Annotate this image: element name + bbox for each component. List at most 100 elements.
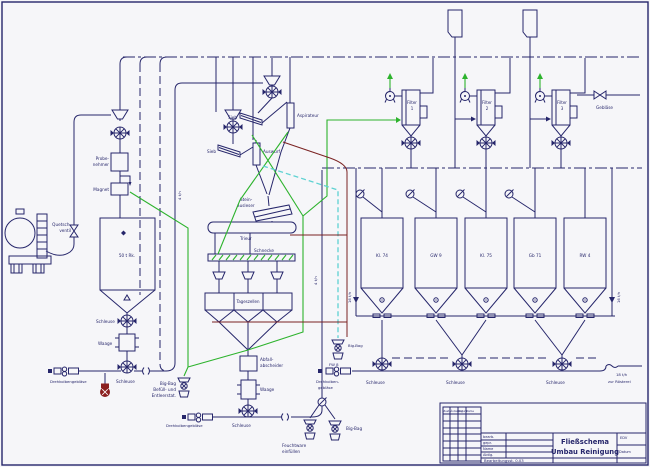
- label-flow-16tph-2: 16 t/h: [616, 291, 621, 303]
- geblaese-line: [577, 90, 640, 100]
- pipe-headers: [119, 56, 642, 372]
- rotary-valve: [262, 85, 282, 99]
- left-conveying-line: [48, 82, 263, 397]
- label-schleuse-3: Schleuse: [232, 423, 251, 428]
- label-flow-4tph-2: 4 t/h: [313, 276, 318, 285]
- rotary-valve: [372, 357, 392, 371]
- label-flow-4tph-1: 4 t/h: [177, 191, 182, 200]
- bigbag-station: [177, 377, 191, 398]
- silo-3: Kl. 75: [464, 217, 508, 314]
- intake-line: [110, 64, 132, 218]
- label-stein-2: ausleser: [237, 203, 255, 208]
- label-sieb-2: Sieb: [207, 149, 216, 154]
- label-drehkolben2-1: Drehkolben-: [316, 379, 340, 384]
- scale-box: [118, 333, 136, 352]
- rotary-valve: [452, 357, 472, 371]
- rotary-valve: [117, 314, 137, 328]
- blower: [325, 366, 351, 377]
- silo-feed-pipes: [353, 168, 615, 316]
- silo-3-label: Kl. 75: [480, 253, 492, 258]
- label-bigbag-right: Big-Bag: [346, 426, 362, 431]
- label-abfall-2: abscheider: [260, 363, 283, 368]
- fan-icon: [534, 87, 546, 103]
- waste-line: [237, 350, 260, 418]
- label-stein-1: Stein-: [240, 197, 253, 202]
- pinch-valve: [69, 224, 79, 238]
- filter-1-label: Filter: [407, 100, 417, 105]
- label-destination: zur Rösterei: [608, 379, 631, 384]
- label-tageszellen: Tageszellen: [235, 299, 260, 304]
- maroon-lines: [212, 141, 348, 337]
- label-bigbag-station-3: Entleerstat.: [152, 393, 176, 398]
- silo-4: Gb 71: [513, 217, 557, 314]
- silo-5: RW 4: [563, 217, 607, 314]
- rotary-valve: [401, 136, 421, 150]
- drawing-title-2: Umbau Reinigung: [551, 448, 619, 456]
- label-sieb-1: Sieb: [228, 115, 237, 120]
- label-auswurf: Auswurf: [263, 149, 281, 154]
- tb-row-3: Name: [483, 447, 493, 451]
- tb-row-4: Abtlg.: [483, 453, 493, 457]
- label-silo-links: 50 t Rk.: [119, 253, 135, 258]
- rotary-valve: [551, 136, 571, 150]
- label-waage-1: Waage: [98, 341, 113, 346]
- filter-2-label: Filter: [482, 100, 492, 105]
- gate-valve: [593, 90, 607, 100]
- rev-header-2: Änderung: [451, 408, 464, 413]
- label-drehkolben-center: Drehkolbengebläse: [166, 423, 203, 428]
- filter-3-label: Filter: [557, 100, 567, 105]
- exhaust-stacks: [447, 9, 538, 168]
- label-feucht-1: Feuchtware: [282, 443, 307, 448]
- label-quetschventil-1: Quetsch-: [52, 222, 71, 227]
- abscheider-box: [239, 355, 258, 372]
- rotary-valve: [110, 126, 130, 140]
- label-quetschventil-2: ventil: [59, 228, 71, 233]
- magnet-box: [110, 182, 129, 196]
- filter-1: Filter 1: [384, 58, 434, 168]
- tb-note: Bearbeitungsst. 0.03: [484, 458, 524, 463]
- label-abfall-1: Abfall-: [260, 357, 274, 362]
- tb-edv: EDV: [620, 436, 628, 440]
- blower: [187, 412, 213, 423]
- title-block: Zust. Änderung Datum Name bearb. gepr. N…: [439, 402, 647, 464]
- label-schleuse-6: Schleuse: [546, 380, 565, 385]
- aspirateur-channel: [286, 102, 295, 129]
- tb-row-2: gepr.: [483, 441, 492, 445]
- rotary-valve: [238, 404, 258, 418]
- label-flow-18tph: 18 t/h: [616, 372, 628, 377]
- rev-header-4: Name: [467, 409, 475, 413]
- schnecke-conveyor: [207, 253, 296, 262]
- rev-header-1: Zust.: [444, 409, 451, 413]
- silo-5-label: RW 4: [580, 253, 591, 258]
- silo-2: GW 9: [414, 217, 458, 314]
- label-aspirateur: Aspirateur: [297, 113, 319, 118]
- label-schleuse-2: Schleuse: [116, 379, 135, 384]
- label-bigbag-station-1: Big-Bag: [160, 381, 176, 386]
- rotary-valve: [223, 120, 243, 134]
- silo-discharge: [318, 313, 642, 377]
- diverter-flap: [317, 397, 327, 407]
- filter-3: Filter 3: [530, 58, 586, 168]
- label-bigbag-fw8: Big-Bag: [348, 343, 363, 348]
- blower: [53, 366, 79, 377]
- label-probenehmer-1: Probe-: [96, 156, 110, 161]
- label-magnet: Magnet: [93, 187, 109, 192]
- fan-icon: [384, 87, 396, 103]
- bigbag-symbol: [303, 419, 317, 440]
- filter-1-number: 1: [411, 106, 414, 111]
- cleaning-cluster: [207, 57, 297, 262]
- cyclone-red: [100, 383, 110, 397]
- tageszellen-bins: [204, 261, 293, 351]
- revision-table: Zust. Änderung Datum Name: [442, 406, 482, 462]
- label-bigbag-station-2: Befüll- und: [153, 387, 176, 392]
- silo-4-label: Gb 71: [529, 253, 542, 258]
- filter-2: Filter 2: [455, 58, 511, 168]
- tanker-truck: [4, 208, 52, 274]
- product-silos: Kl. 74 GW 9 Kl. 75 Gb 71 RW 4: [360, 217, 607, 314]
- filter-3-number: 3: [561, 106, 564, 111]
- tb-row-1: bearb.: [483, 435, 494, 439]
- label-schnecke: Schnecke: [254, 248, 274, 253]
- label-flow-16tph-1: 16 t/h: [347, 291, 352, 303]
